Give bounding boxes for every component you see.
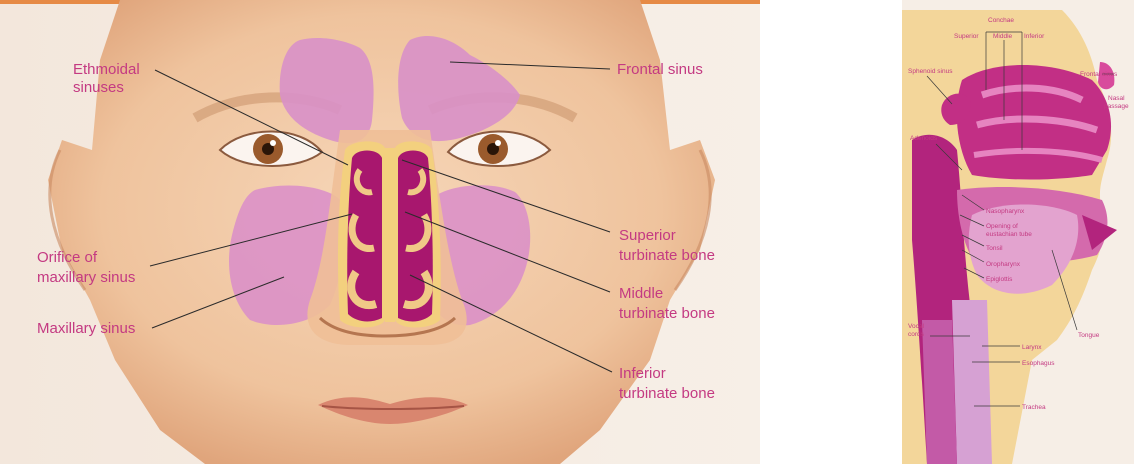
label-tonsil: Tonsil bbox=[986, 245, 1003, 252]
label-vocal-1: Vocal bbox=[908, 323, 924, 330]
label-middle-2: turbinate bone bbox=[619, 305, 715, 322]
sagittal-illustration: Conchae Superior Middle Inferior Sphenoi… bbox=[902, 0, 1134, 464]
trachea-shape bbox=[952, 300, 992, 464]
label-oropharynx: Oropharynx bbox=[986, 261, 1021, 268]
label-tongue: Tongue bbox=[1078, 332, 1100, 339]
label-opening-2: eustachian tube bbox=[986, 231, 1032, 238]
label-inferior: Inferior bbox=[1024, 33, 1045, 40]
label-orifice-2: maxillary sinus bbox=[37, 269, 135, 286]
nasal-cavity bbox=[338, 141, 441, 327]
label-superior: Superior bbox=[954, 33, 979, 40]
label-ethmoidal-2: sinuses bbox=[73, 79, 124, 96]
face-illustration: Ethmoidal sinuses Frontal sinus Orifice … bbox=[0, 0, 760, 464]
label-esophagus: Esophagus bbox=[1022, 360, 1055, 367]
label-epiglottis: Epiglottis bbox=[986, 276, 1013, 283]
label-middle: Middle bbox=[993, 33, 1013, 40]
label-nasal-2: passage bbox=[1104, 103, 1129, 110]
nasal-septum bbox=[385, 150, 395, 322]
label-conchae: Conchae bbox=[988, 17, 1014, 24]
label-frontal-sinus-side: Frontal sinus bbox=[1080, 71, 1118, 78]
label-inferior-1: Inferior bbox=[619, 365, 666, 382]
label-adenoids: Adenoids bbox=[910, 135, 938, 142]
label-vocal-2: cords bbox=[908, 331, 925, 338]
esophagus-shape bbox=[922, 320, 957, 464]
label-middle-1: Middle bbox=[619, 285, 663, 302]
label-maxillary-sinus: Maxillary sinus bbox=[37, 320, 135, 337]
label-nasopharynx: Nasopharynx bbox=[986, 208, 1025, 215]
label-superior-2: turbinate bone bbox=[619, 247, 715, 264]
label-superior-1: Superior bbox=[619, 227, 676, 244]
face-sinus-diagram: Ethmoidal sinuses Frontal sinus Orifice … bbox=[0, 0, 760, 464]
sagittal-head-diagram: Conchae Superior Middle Inferior Sphenoi… bbox=[902, 0, 1134, 464]
label-sphenoid-sinus: Sphenoid sinus bbox=[908, 68, 953, 75]
label-nasal-1: Nasal bbox=[1108, 95, 1125, 102]
label-ethmoidal-1: Ethmoidal bbox=[73, 61, 140, 78]
label-inferior-2: turbinate bone bbox=[619, 385, 715, 402]
label-larynx: Larynx bbox=[1022, 344, 1042, 351]
label-opening-1: Opening of bbox=[986, 223, 1018, 230]
label-frontal-sinus: Frontal sinus bbox=[617, 61, 703, 78]
label-trachea: Trachea bbox=[1022, 404, 1046, 411]
label-orifice-1: Orifice of bbox=[37, 249, 98, 266]
